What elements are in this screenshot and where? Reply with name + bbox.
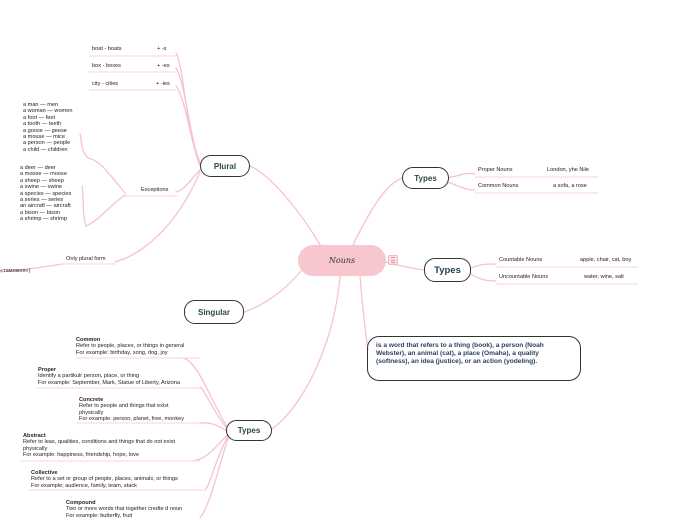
irregular-plurals-list: a man — men a woman — women a foot — fee… bbox=[23, 102, 72, 153]
list-item: a mouse — mice bbox=[23, 134, 65, 141]
kind-abstract: Abstract Refer to leas, qualities, condi… bbox=[23, 433, 175, 459]
kind-line: Two or more words that together credte d… bbox=[66, 506, 183, 513]
unchanged-plurals-list: a deer — deer a moose — moose a sheep — … bbox=[20, 165, 71, 223]
kind-line: For example: butterfly, fruit bbox=[66, 512, 133, 519]
types-kinds-label: Types bbox=[237, 426, 261, 435]
types-proper-node[interactable]: Types bbox=[402, 167, 449, 189]
kind-title: Proper bbox=[38, 367, 57, 373]
list-item: a woman — women bbox=[23, 108, 73, 115]
kind-line: Refer to leas, qualities, conditions and… bbox=[23, 439, 176, 446]
uncountable-nouns-label: Uncountable Nouns bbox=[499, 274, 549, 280]
list-item: a bison — bison bbox=[20, 209, 61, 216]
kind-line: Refer to people, places, or things in ge… bbox=[76, 343, 185, 350]
proper-nouns-label: Proper Nouns bbox=[478, 167, 513, 173]
notes-icon[interactable] bbox=[388, 255, 398, 265]
singular-node[interactable]: Singular bbox=[184, 300, 244, 324]
common-nouns-label: Common Nouns bbox=[478, 183, 519, 189]
types-count-node[interactable]: Types bbox=[424, 258, 471, 282]
countable-nouns-label: Countable Nouns bbox=[499, 257, 543, 263]
list-item: a deer — deer bbox=[20, 165, 56, 171]
proper-nouns-example: London, yhe Nile bbox=[547, 167, 589, 173]
only-plural-label: Only plural form bbox=[66, 256, 106, 262]
kind-line: physically bbox=[23, 445, 48, 452]
plural-rule-example: city - cities bbox=[92, 81, 119, 87]
list-item: a series — series bbox=[20, 197, 64, 204]
kind-line: For example: happiness, friendship, hope… bbox=[23, 452, 139, 459]
kind-title: Compound bbox=[66, 500, 96, 506]
list-item: a goose — geese bbox=[23, 127, 67, 134]
exceptions-label: Exceptions bbox=[141, 187, 169, 193]
uncountable-nouns-example: water, wine, salt bbox=[584, 274, 624, 280]
kind-collective: Collective Refer to a set or group of pe… bbox=[31, 470, 178, 489]
plural-rule-example: boat - boats bbox=[92, 46, 122, 52]
link-central-plural bbox=[249, 165, 323, 249]
singular-node-label: Singular bbox=[197, 307, 230, 317]
kind-line: physically bbox=[79, 409, 104, 416]
kind-title: Common bbox=[76, 337, 101, 343]
list-item: a person — people bbox=[23, 140, 71, 147]
list-item: a man — men bbox=[23, 102, 59, 108]
plural-rule-example: box - boxes bbox=[92, 63, 121, 69]
plural-node[interactable]: Plural bbox=[200, 155, 250, 177]
link-central-types-kinds bbox=[271, 275, 341, 430]
types-proper-label: Types bbox=[414, 173, 437, 183]
plural-rule-suffix: + -ies bbox=[156, 81, 170, 87]
list-item: a moose — moose bbox=[20, 171, 67, 178]
kind-line: For example: birthday, song, dog, joy bbox=[76, 349, 168, 356]
link-central-definition bbox=[359, 275, 369, 351]
common-nouns-example: a sofa, a rose bbox=[553, 183, 587, 189]
list-item: a sheep — sheep bbox=[20, 177, 64, 184]
list-item: a swine — swine bbox=[20, 184, 62, 191]
kind-line: Refer to a set or group of people, place… bbox=[31, 476, 178, 483]
kind-title: Collective bbox=[31, 470, 58, 476]
definition-box[interactable]: is a word that refers to a thing (book),… bbox=[367, 336, 581, 381]
central-topic[interactable]: Nouns bbox=[298, 245, 386, 276]
kind-common: Common Refer to people, places, or thing… bbox=[76, 337, 184, 356]
kind-title: Concrete bbox=[79, 397, 104, 403]
list-item: a tooth — teeth bbox=[23, 121, 62, 128]
link-central-types-proper bbox=[351, 177, 403, 248]
types-count-label: Types bbox=[434, 264, 461, 276]
list-item: a foot — feet bbox=[23, 114, 56, 121]
countable-nouns-example: apple, chair, cat, boy bbox=[580, 257, 632, 263]
only-plural-fragment: «таможня») bbox=[0, 268, 31, 274]
kind-compound: Compound Two or more words that together… bbox=[66, 500, 182, 519]
plural-node-label: Plural bbox=[213, 161, 237, 171]
kind-line: For example: September, Mark, Statue of … bbox=[38, 379, 180, 386]
kind-line: Refer to people and things that exist bbox=[79, 403, 169, 410]
list-item: a child — children bbox=[23, 146, 68, 153]
kind-proper: Proper Identify a partikulr person, plac… bbox=[38, 367, 180, 386]
plural-rule-suffix: + -es bbox=[157, 63, 170, 69]
list-item: a species — species bbox=[20, 190, 72, 197]
types-kinds-node[interactable]: Types bbox=[226, 420, 272, 441]
list-item: an aircraft — aircraft bbox=[20, 203, 71, 210]
kind-line: For example; audience, family, team, sta… bbox=[31, 482, 137, 489]
plural-rule-suffix: + -s bbox=[157, 46, 167, 52]
kind-line: For example: person, planet, free, monke… bbox=[79, 416, 185, 423]
kind-concrete: Concrete Refer to people and things that… bbox=[79, 397, 184, 423]
kind-title: Abstract bbox=[23, 433, 46, 439]
link-central-singular bbox=[243, 269, 303, 313]
list-item: a shrimp — shrimp bbox=[20, 216, 67, 223]
central-topic-label: Nouns bbox=[328, 256, 356, 265]
kind-line: Identify a partikulr person, place, or t… bbox=[38, 373, 140, 380]
